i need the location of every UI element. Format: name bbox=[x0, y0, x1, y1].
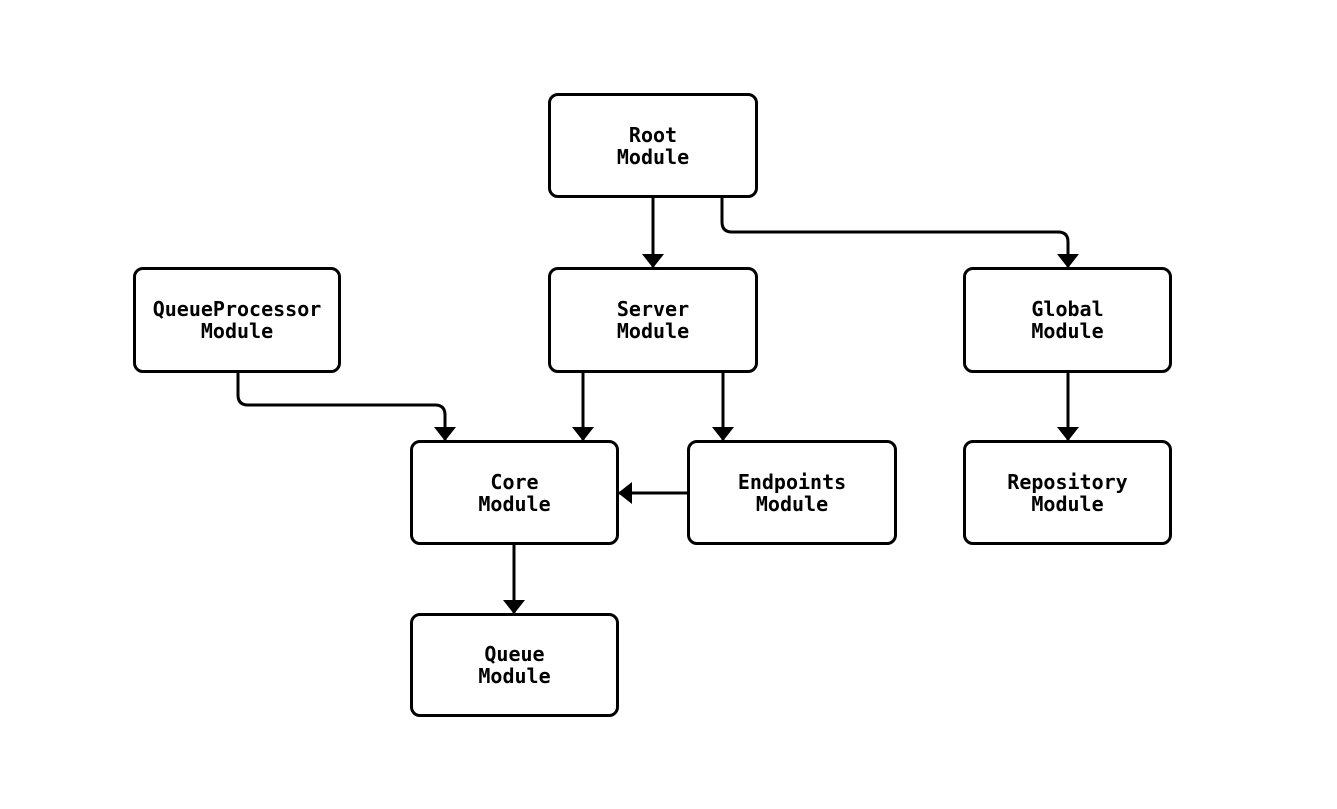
node-queue-module-label: Queue Module bbox=[478, 642, 551, 688]
node-global-module: Global Module bbox=[963, 267, 1172, 373]
edge-queueprocessor-module-to-core-module bbox=[236, 373, 456, 441]
node-queueprocessor-module: QueueProcessor Module bbox=[133, 267, 341, 373]
node-core-module: Core Module bbox=[410, 440, 619, 545]
node-queueprocessor-module-label: QueueProcessor Module bbox=[152, 297, 322, 343]
node-server-module-label: Server Module bbox=[616, 297, 690, 343]
node-root-module: Root Module bbox=[548, 93, 758, 198]
node-global-module-label: Global Module bbox=[1031, 297, 1104, 343]
edge-root-module-to-global-module bbox=[720, 198, 1079, 268]
node-core-module-label: Core Module bbox=[478, 469, 551, 516]
node-server-module: Server Module bbox=[548, 267, 758, 373]
node-queue-module: Queue Module bbox=[410, 613, 619, 717]
node-endpoints-module-label: Endpoints Module bbox=[737, 469, 847, 516]
node-repository-module: Repository Module bbox=[963, 440, 1172, 545]
node-repository-module-label: Repository Module bbox=[1007, 469, 1128, 516]
node-endpoints-module: Endpoints Module bbox=[687, 440, 897, 545]
node-root-module-label: Root Module bbox=[616, 122, 690, 169]
